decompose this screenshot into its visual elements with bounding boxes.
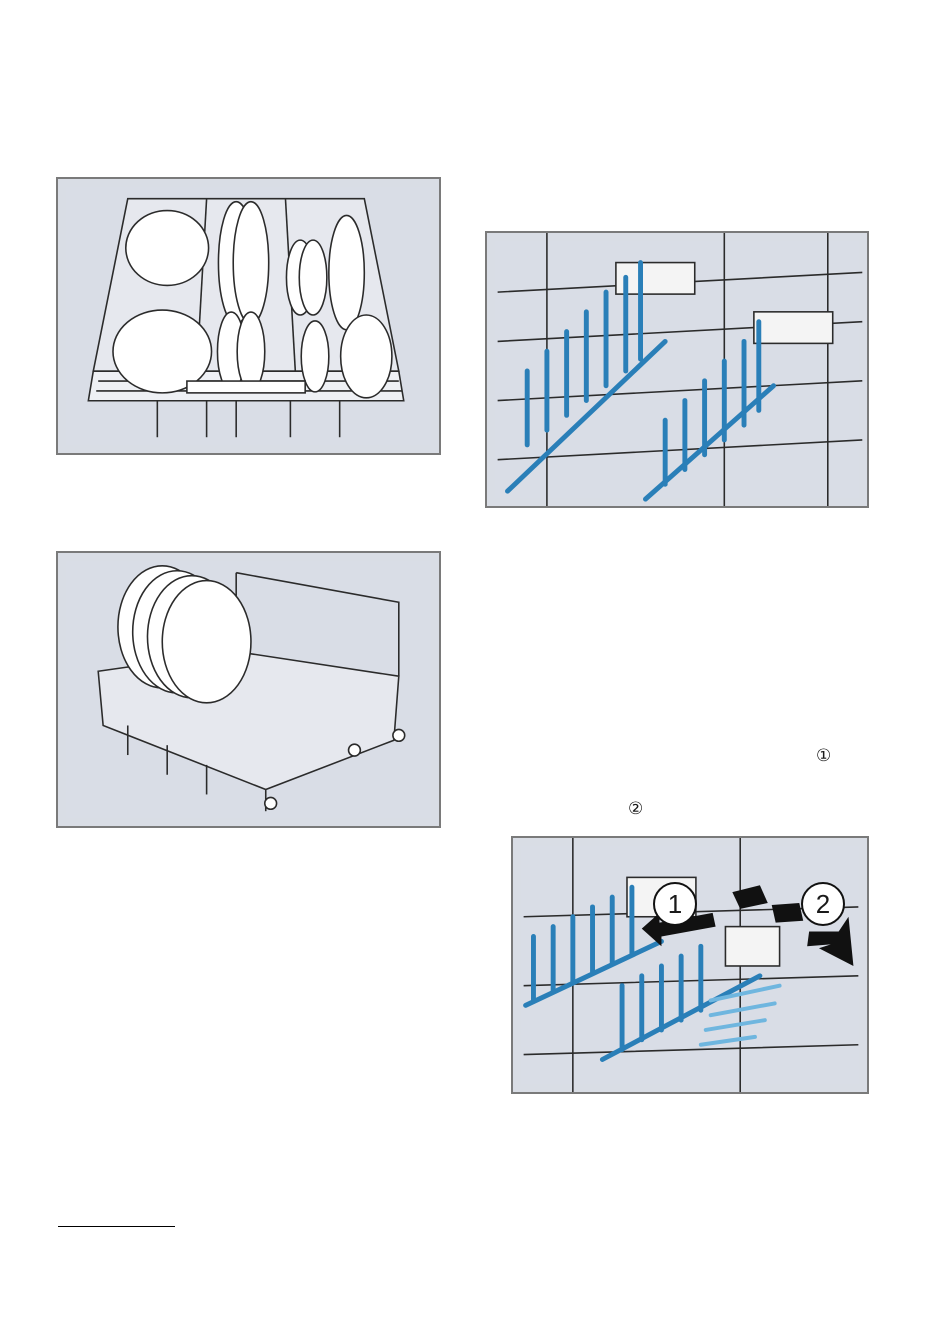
upper-basket-figure xyxy=(56,177,441,455)
lower-basket-figure xyxy=(56,551,441,828)
footnote-rule xyxy=(58,1226,175,1227)
rack-tines-figure xyxy=(485,231,869,508)
fold-tines-steps-illustration xyxy=(513,838,867,1092)
step-1-marker: ① xyxy=(816,747,831,764)
step-1-badge-label: 1 xyxy=(668,889,682,919)
upper-basket-loaded-illustration xyxy=(58,179,439,453)
step-2-marker: ② xyxy=(628,800,643,817)
step-2-badge-label: 2 xyxy=(816,889,830,919)
fold-tines-figure: 1 2 xyxy=(511,836,869,1094)
step-2-badge: 2 xyxy=(801,882,845,926)
foldable-tines-illustration xyxy=(487,233,867,506)
lower-basket-plates-illustration xyxy=(58,553,439,826)
step-1-badge: 1 xyxy=(653,882,697,926)
